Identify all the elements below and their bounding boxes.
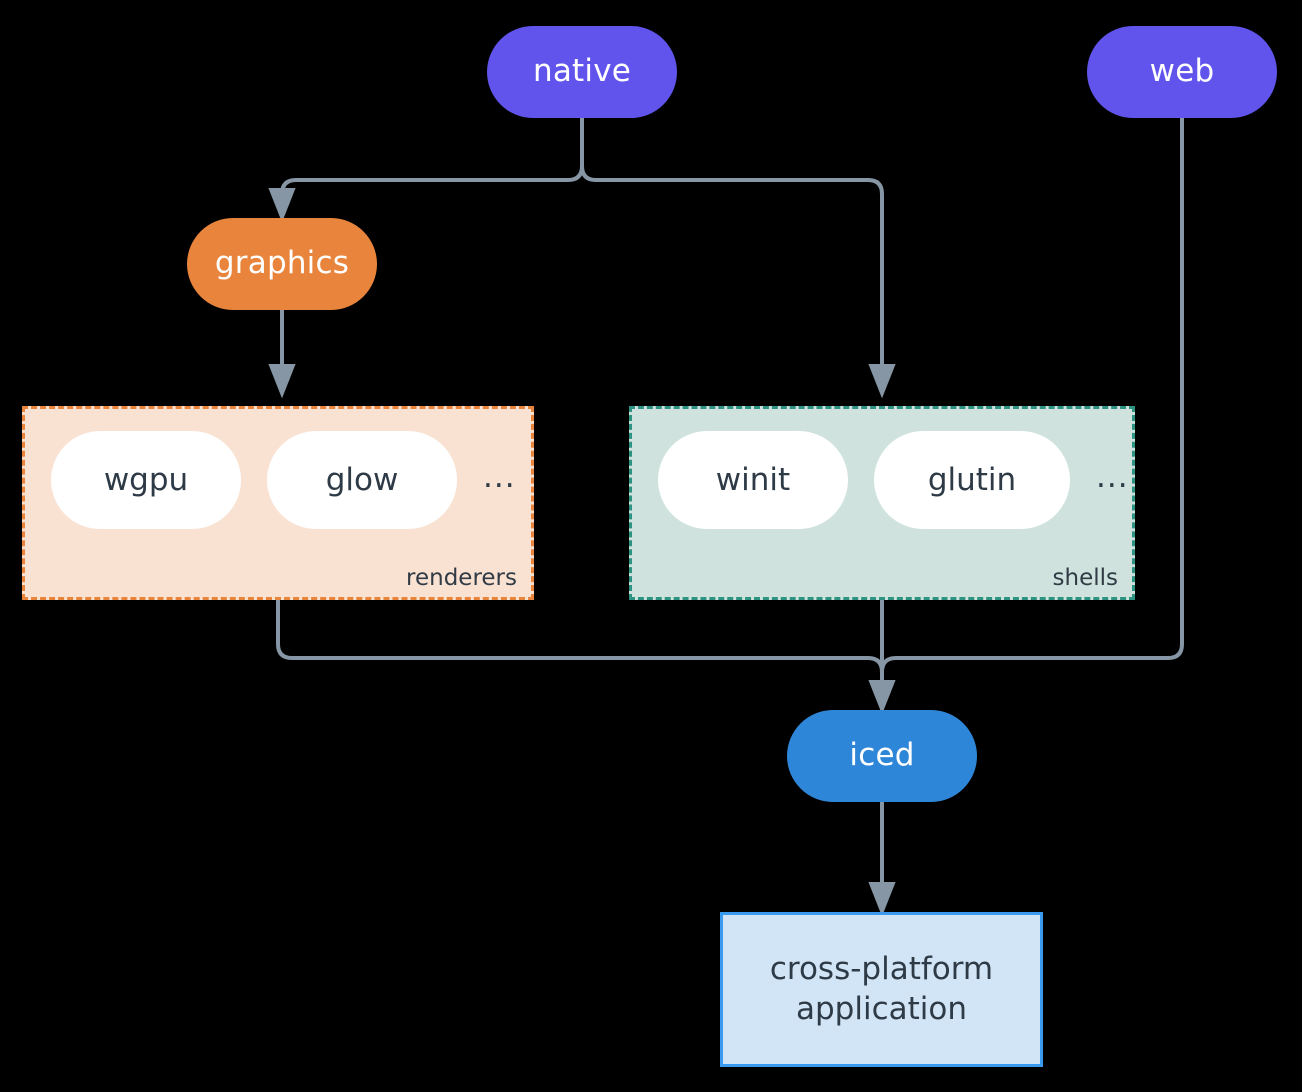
chip-wgpu-label: wgpu (103, 462, 189, 498)
chip-glow-label: glow (325, 462, 399, 498)
chip-wgpu[interactable]: wgpu (51, 431, 241, 529)
shells-more-ellipsis: ... (1096, 459, 1129, 495)
node-iced-label: iced (849, 737, 915, 774)
chip-glow[interactable]: glow (267, 431, 457, 529)
shells-chip-row: winit glutin ... (658, 431, 1129, 529)
node-application-line2: application (796, 990, 967, 1027)
node-graphics-label: graphics (214, 245, 350, 282)
group-shells-label: shells (1052, 565, 1118, 591)
chip-winit-label: winit (715, 462, 791, 498)
node-application-line1: cross-platform (769, 950, 994, 987)
node-native[interactable]: native (487, 26, 677, 118)
chip-glutin[interactable]: glutin (874, 431, 1070, 529)
edge-native-to-graphics-joint (580, 165, 896, 399)
renderers-more-ellipsis: ... (483, 459, 516, 495)
edge-merge-left-curve (867, 656, 884, 673)
edge-bus-left (268, 178, 568, 223)
group-renderers[interactable]: wgpu glow ... renderers (22, 406, 534, 600)
chip-glutin-label: glutin (927, 462, 1017, 498)
group-renderers-label: renderers (406, 565, 517, 591)
edge-renderers-to-merge (276, 600, 868, 660)
node-web[interactable]: web (1087, 26, 1277, 118)
node-web-label: web (1149, 53, 1215, 90)
chip-winit[interactable]: winit (658, 431, 848, 529)
node-native-label: native (532, 53, 632, 90)
edge-native-bus (567, 118, 584, 182)
edge-merge-right-curve (880, 656, 897, 673)
node-iced[interactable]: iced (787, 710, 977, 802)
group-shells[interactable]: winit glutin ... shells (629, 406, 1135, 600)
renderers-chip-row: wgpu glow ... (51, 431, 516, 529)
node-application[interactable]: cross-platform application (720, 912, 1043, 1067)
node-graphics[interactable]: graphics (187, 218, 377, 310)
